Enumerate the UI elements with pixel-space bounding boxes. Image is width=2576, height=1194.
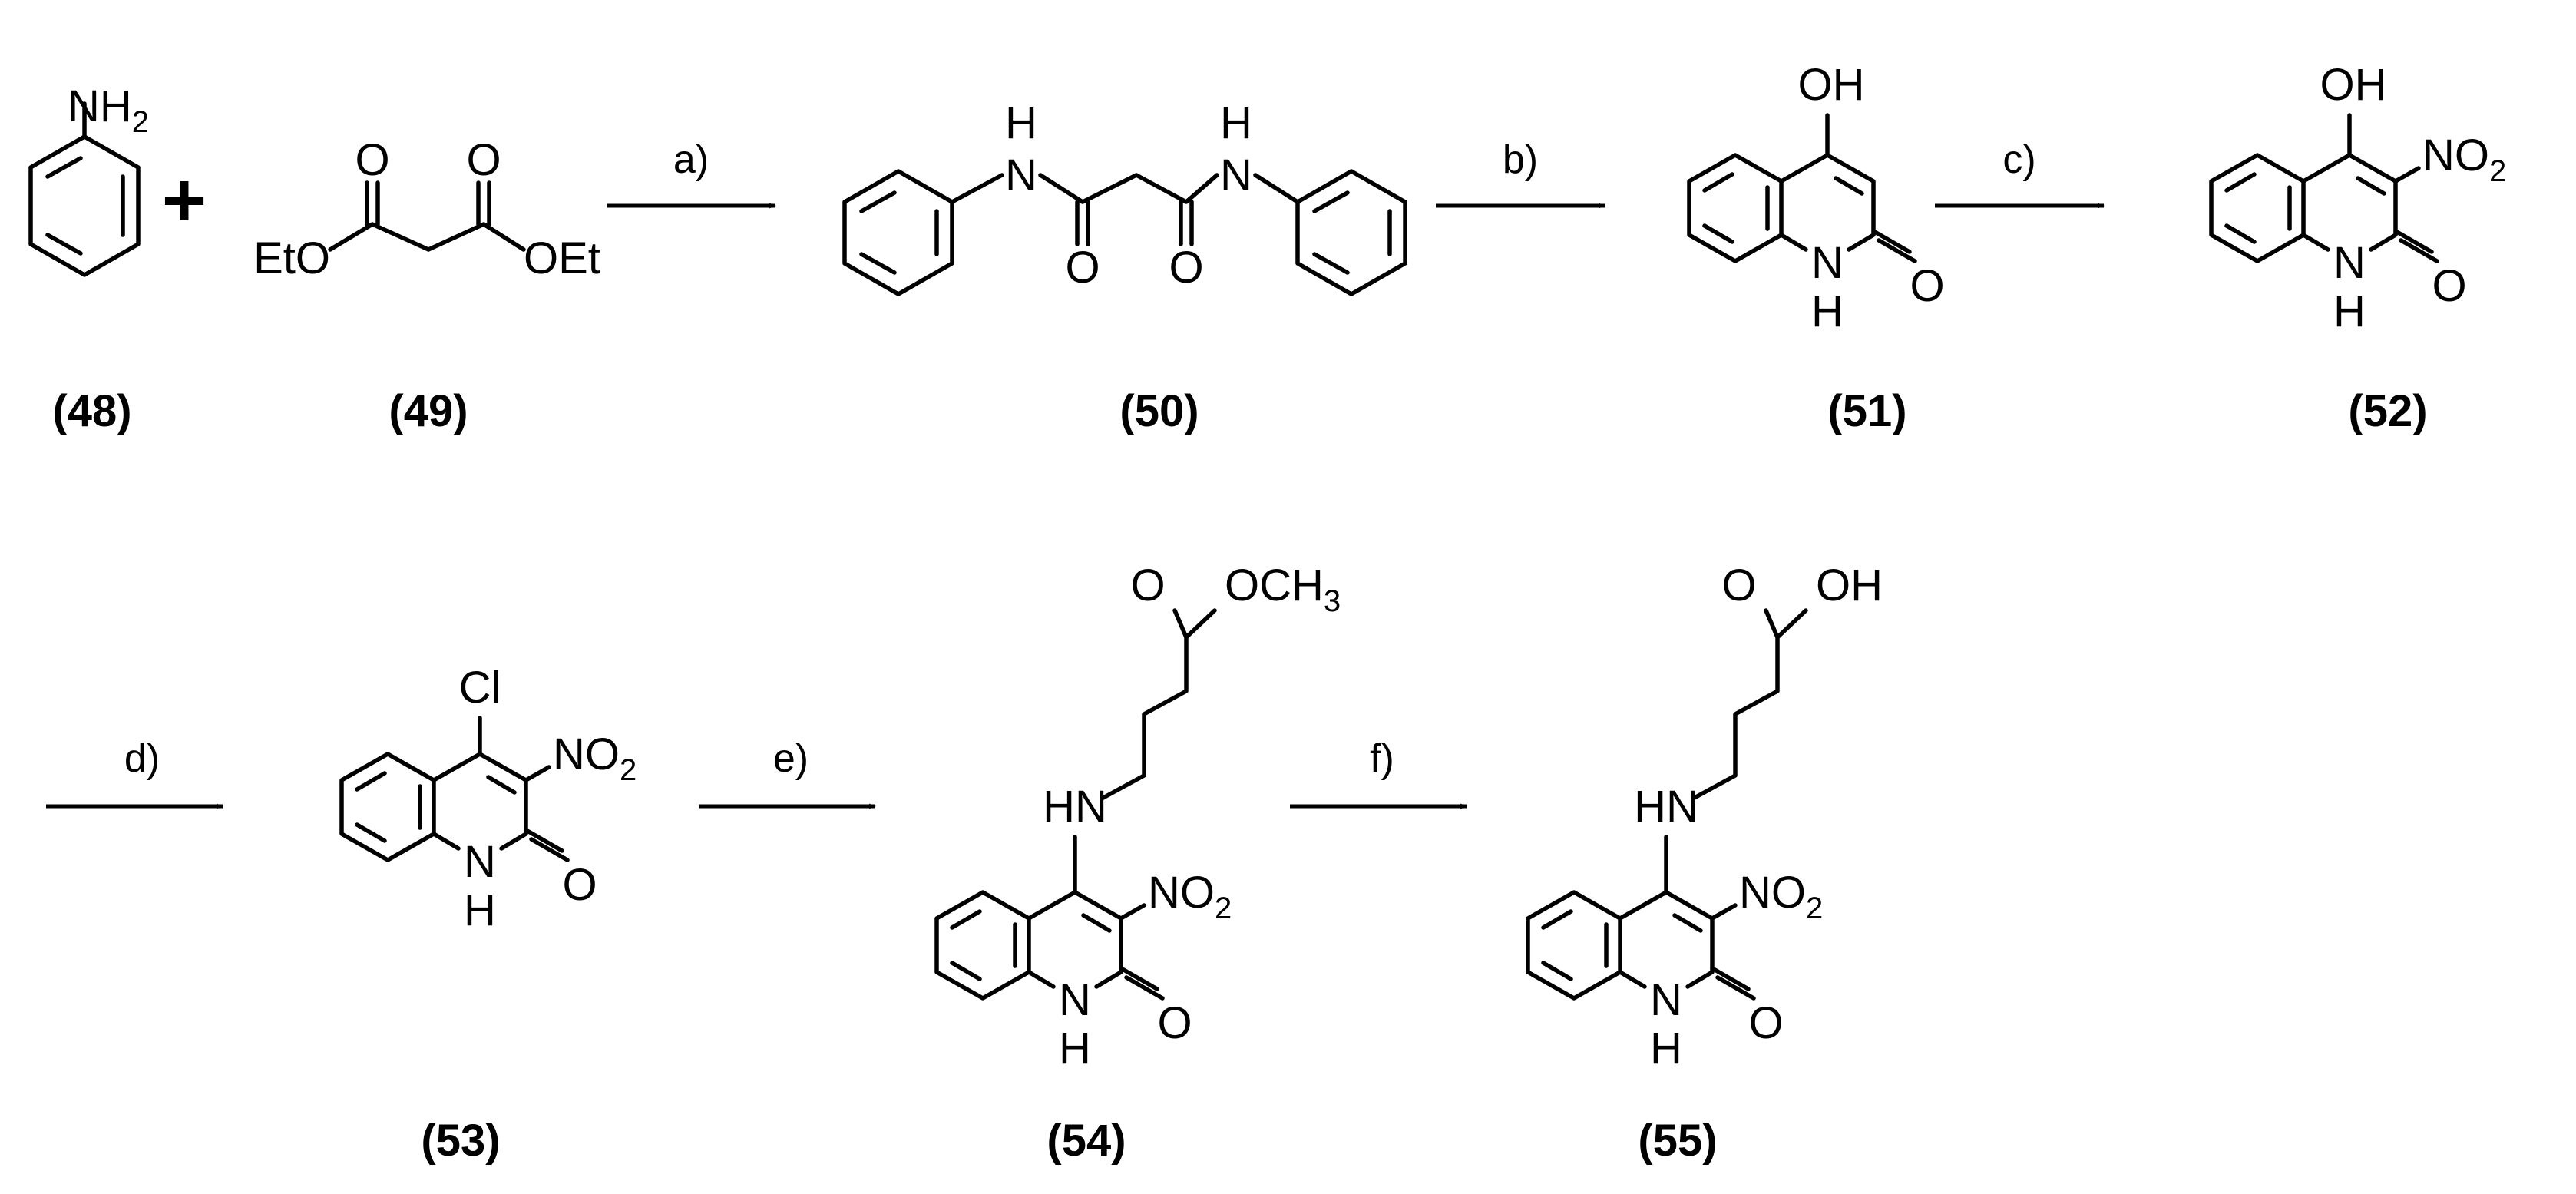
oh-52: OH	[2320, 60, 2387, 110]
o-51: O	[1910, 261, 1944, 311]
h-54: H	[1059, 1024, 1091, 1073]
label-53: (53)	[421, 1116, 500, 1166]
o-52: O	[2432, 261, 2466, 311]
o-53: O	[562, 860, 597, 910]
h-52: H	[2333, 286, 2366, 336]
o-49-left: O	[355, 135, 389, 185]
compound-52: OH NO2 N H O	[2209, 60, 2506, 336]
plus-sign: +	[162, 157, 207, 243]
condition-c: c)	[2002, 137, 2035, 182]
o-49-right: O	[466, 135, 501, 185]
no2-55: NO	[1739, 868, 1806, 918]
label-54: (54)	[1047, 1116, 1126, 1166]
o-54: O	[1157, 998, 1192, 1048]
no2-53: NO	[553, 729, 620, 779]
n-53: N	[464, 837, 496, 887]
hn-54: HN	[1043, 782, 1107, 832]
och3-54-sub: 3	[1324, 584, 1341, 618]
oet-label: OEt	[524, 233, 600, 283]
compound-48-aniline: NH2	[28, 81, 149, 277]
label-51: (51)	[1827, 386, 1906, 436]
condition-a: a)	[673, 137, 709, 182]
condition-d: d)	[124, 736, 160, 781]
nh2-subscript: 2	[132, 105, 149, 139]
oh-51: OH	[1798, 60, 1865, 110]
n-51: N	[1811, 238, 1844, 288]
compound-51: OH N H O	[1687, 60, 1945, 336]
h-50-left: H	[1005, 98, 1037, 148]
h-51: H	[1811, 286, 1844, 336]
no2-55-sub: 2	[1806, 891, 1823, 925]
no2-52: NO	[2422, 131, 2489, 180]
o-50-left: O	[1065, 243, 1100, 293]
compound-53: Cl NO2 N H O	[339, 663, 637, 935]
condition-e: e)	[773, 736, 809, 781]
label-50: (50)	[1119, 386, 1199, 436]
compound-55: HN O OH NO2 N H O	[1526, 561, 1883, 1073]
no2-52-sub: 2	[2489, 154, 2506, 188]
compound-54: HN O OCH3 NO2 N H O	[934, 561, 1341, 1073]
n-54: N	[1059, 975, 1091, 1025]
h-50-right: H	[1220, 98, 1252, 148]
n-50-left: N	[1005, 150, 1037, 200]
o-50-right: O	[1169, 243, 1203, 293]
no2-53-sub: 2	[620, 753, 637, 787]
no2-54: NO	[1148, 868, 1215, 918]
compound-50-malonanilide: N H N H O O	[842, 98, 1407, 296]
oh-55: OH	[1816, 561, 1883, 610]
h-55: H	[1650, 1024, 1682, 1073]
nh2-label: NH	[68, 81, 132, 131]
label-49: (49)	[389, 386, 468, 436]
no2-54-sub: 2	[1215, 891, 1232, 925]
hn-55: HN	[1634, 782, 1698, 832]
o-54-carbonyl: O	[1130, 561, 1165, 610]
condition-f: f)	[1370, 736, 1394, 781]
n-50-right: N	[1220, 150, 1252, 200]
och3-54: OCH	[1225, 561, 1324, 610]
label-52: (52)	[2348, 386, 2427, 436]
svg-text:OCH3: OCH3	[1225, 561, 1341, 618]
o-55: O	[1748, 998, 1783, 1048]
cl-53: Cl	[459, 663, 501, 713]
svg-text:NO2: NO2	[1148, 868, 1232, 925]
compound-49-diethyl-malonate: O O EtO OEt	[253, 135, 600, 283]
label-55: (55)	[1638, 1116, 1717, 1166]
svg-text:NH2: NH2	[68, 81, 149, 139]
n-55: N	[1650, 975, 1682, 1025]
svg-text:NO2: NO2	[2422, 131, 2506, 188]
n-52: N	[2333, 238, 2366, 288]
label-48: (48)	[52, 386, 131, 436]
h-53: H	[464, 885, 496, 935]
eto-label: EtO	[253, 233, 330, 283]
svg-text:NO2: NO2	[553, 729, 637, 787]
o-55-carbonyl: O	[1721, 561, 1756, 610]
svg-text:NO2: NO2	[1739, 868, 1823, 925]
condition-b: b)	[1503, 137, 1538, 182]
